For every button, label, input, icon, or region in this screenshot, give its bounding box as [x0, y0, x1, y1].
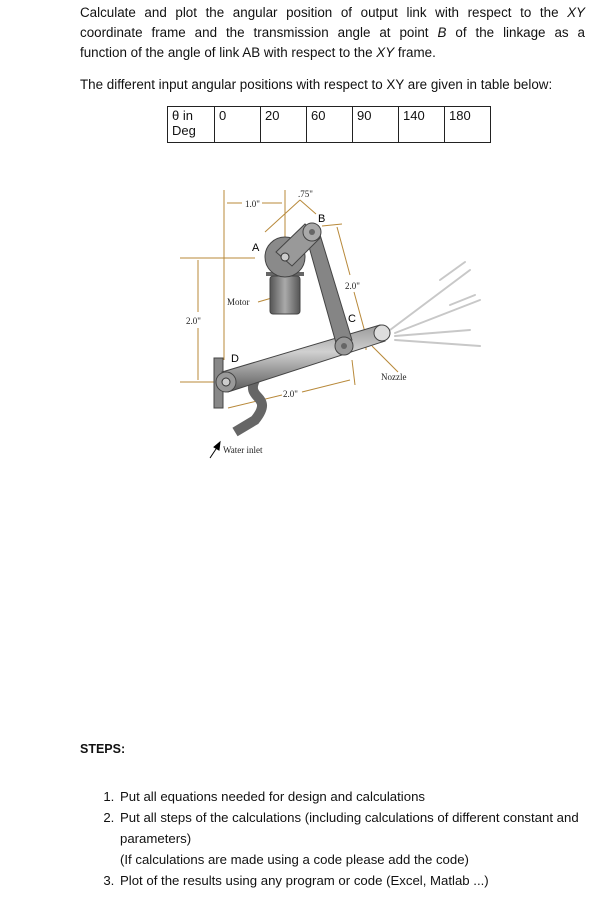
- step-item: Plot of the results using any program or…: [118, 870, 608, 891]
- problem-line-2: coordinate frame and the transmission an…: [80, 25, 585, 40]
- dim-1-0: 1.0": [245, 199, 260, 209]
- step-note: (If calculations are made using a code p…: [120, 852, 469, 867]
- steps-title: STEPS:: [80, 742, 126, 756]
- angle-table: θ in Deg 0 20 60 90 140 180: [167, 106, 491, 143]
- label-c: C: [348, 313, 356, 325]
- dim-vertical: 2.0": [186, 316, 201, 326]
- dimension-lines: [180, 190, 399, 409]
- inlet-arrow-icon: [209, 440, 221, 459]
- table-cell: 180: [444, 106, 491, 143]
- steps-list: Put all equations needed for design and …: [98, 786, 608, 891]
- dim-cd: 2.0": [283, 389, 298, 399]
- dim-bc: 2.0": [345, 281, 360, 291]
- dim-075: .75": [298, 189, 313, 199]
- table-header: θ in Deg: [167, 106, 215, 143]
- water-inlet-label: Water inlet: [223, 445, 263, 455]
- table-cell: 90: [352, 106, 399, 143]
- problem-line-3: function of the angle of link AB with re…: [80, 45, 436, 60]
- table-cell: 140: [398, 106, 445, 143]
- table-cell: 20: [260, 106, 307, 143]
- label-b: B: [318, 213, 325, 225]
- table-cell: 60: [306, 106, 353, 143]
- step-item: Put all equations needed for design and …: [118, 786, 608, 807]
- step-item: Put all steps of the calculations (inclu…: [118, 807, 608, 870]
- motor-label: Motor: [227, 297, 250, 307]
- table-intro: The different input angular positions wi…: [80, 77, 553, 92]
- problem-line-1: Calculate and plot the angular position …: [80, 5, 585, 20]
- water-spray: [389, 261, 481, 347]
- input-link-ab: [275, 222, 322, 267]
- label-a: A: [252, 242, 260, 254]
- output-link-dc: [215, 324, 391, 393]
- nozzle-label: Nozzle: [381, 372, 406, 382]
- label-d: D: [231, 353, 239, 365]
